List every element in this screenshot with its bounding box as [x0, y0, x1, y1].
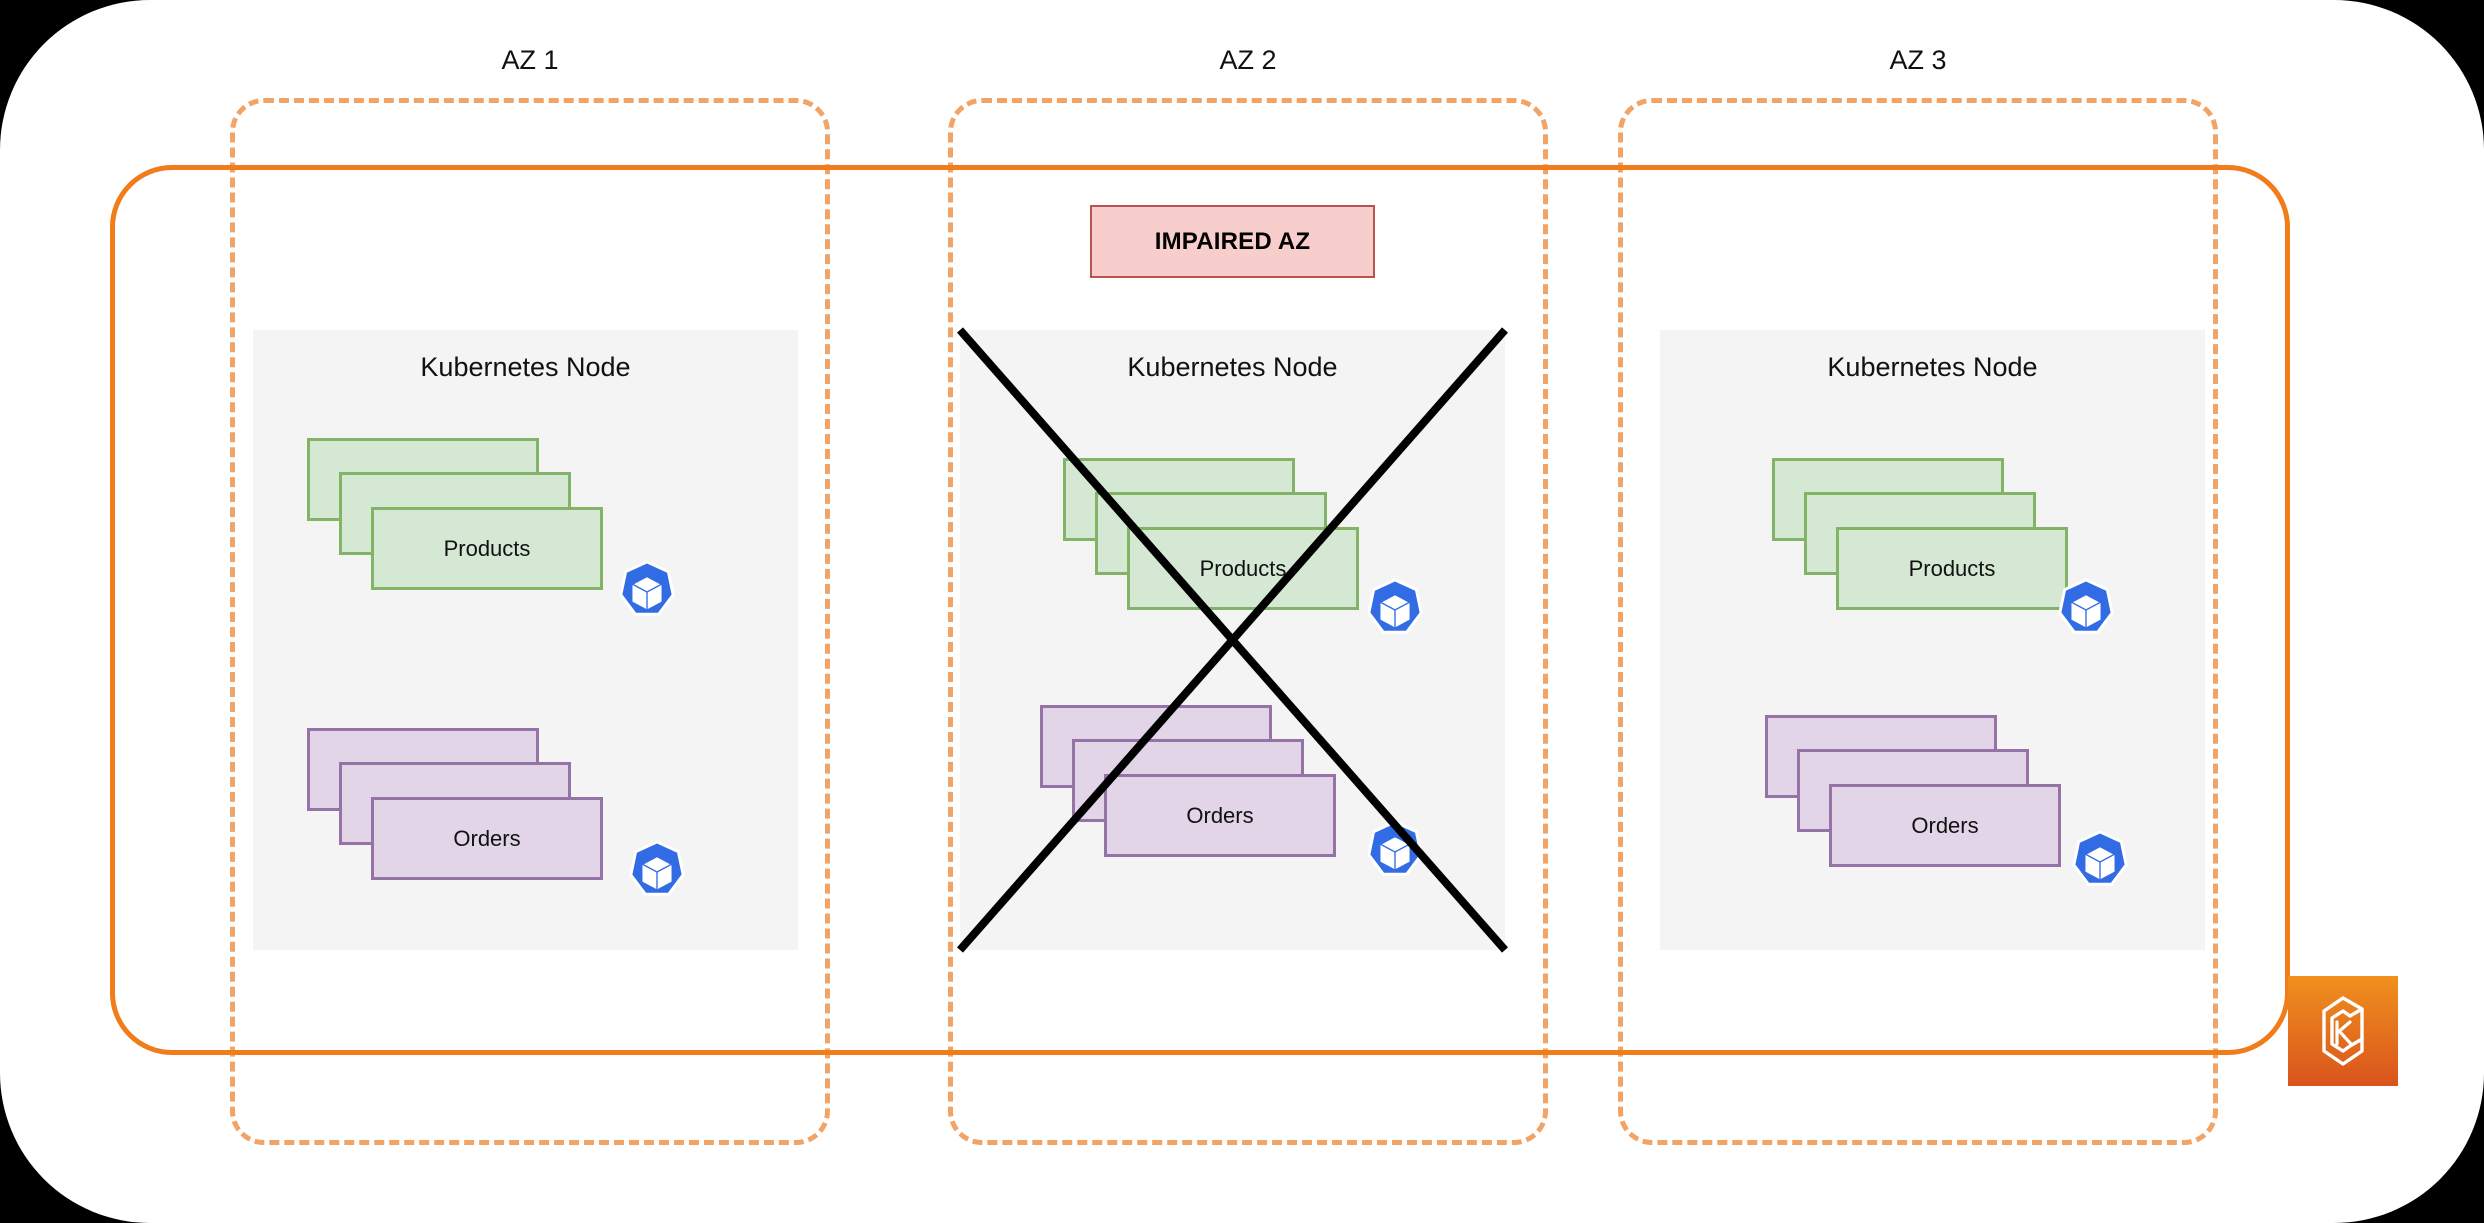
kubernetes-node-title: Kubernetes Node — [1827, 352, 2038, 382]
az-boundary-2 — [948, 98, 1548, 1145]
pod-replica: Products — [1127, 527, 1359, 610]
pod-group-label: Orders — [1186, 802, 1254, 828]
kubernetes-node-title: Kubernetes Node — [1127, 352, 1338, 382]
pod-group-label: Orders — [1911, 812, 1979, 838]
pod-replica: Orders — [371, 797, 603, 880]
kubernetes-pod-icon — [616, 560, 678, 622]
pod-group-label: Products — [1199, 555, 1287, 581]
impaired-az-banner: IMPAIRED AZ — [1090, 205, 1375, 278]
pod-group-label: Products — [443, 535, 531, 561]
pod-stack-products-az3: Products — [1772, 458, 2068, 610]
az-boundary-3 — [1618, 98, 2218, 1145]
kubernetes-node-title: Kubernetes Node — [420, 352, 631, 382]
pod-replica: Orders — [1829, 784, 2061, 867]
pod-stack-orders-az2: Orders — [1040, 705, 1336, 857]
pod-stack-orders-az3: Orders — [1765, 715, 2061, 867]
pod-replica: Products — [371, 507, 603, 590]
pod-stack-products-az2: Products — [1063, 458, 1359, 610]
pod-replica: Products — [1836, 527, 2068, 610]
kubernetes-pod-icon — [2055, 578, 2117, 640]
kubernetes-pod-icon — [1364, 820, 1426, 882]
pod-group-label: Products — [1908, 555, 1996, 581]
az-boundary-1 — [230, 98, 830, 1145]
pod-replica: Orders — [1104, 774, 1336, 857]
az-label-3: AZ 3 — [1889, 45, 1947, 75]
aws-eks-logo — [2288, 976, 2398, 1086]
az-label-2: AZ 2 — [1219, 45, 1277, 75]
eks-cluster-boundary — [110, 165, 2290, 1055]
pod-stack-products-az1: Products — [307, 438, 603, 590]
kubernetes-pod-icon — [626, 840, 688, 902]
kubernetes-pod-icon — [1364, 578, 1426, 640]
pod-stack-orders-az1: Orders — [307, 728, 603, 880]
az-label-1: AZ 1 — [501, 45, 559, 75]
kubernetes-pod-icon — [2069, 830, 2131, 892]
pod-group-label: Orders — [453, 825, 521, 851]
